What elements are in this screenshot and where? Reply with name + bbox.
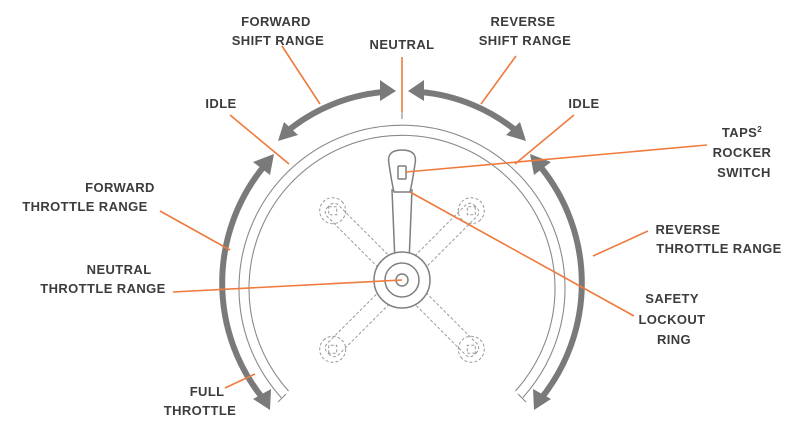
reverse-shift-range-arrow xyxy=(421,92,519,132)
label-reverse-shift-range-line1: REVERSE xyxy=(491,14,556,29)
label-forward-throttle-line1: FORWARD xyxy=(85,180,155,195)
leader-taps xyxy=(406,145,707,172)
leader-neutral-throttle xyxy=(173,280,402,292)
leader-lines xyxy=(160,46,707,388)
leader-forward-shift xyxy=(282,46,320,104)
label-neutral: NEUTRAL xyxy=(370,37,435,52)
label-taps-rocker-switch: TAPS2 ROCKER SWITCH xyxy=(713,120,776,180)
label-forward-shift-range-line2: SHIFT RANGE xyxy=(232,33,325,48)
label-neutral-throttle-line2: THROTTLE RANGE xyxy=(40,281,165,296)
label-neutral-throttle-line1: NEUTRAL xyxy=(87,262,152,277)
label-reverse-throttle-range: REVERSE THROTTLE RANGE xyxy=(656,222,782,256)
label-safety-lockout-ring: SAFETY LOCKOUT RING xyxy=(638,291,709,347)
label-throttle-text: THROTTLE xyxy=(164,403,237,418)
label-reverse-shift-range-line2: SHIFT RANGE xyxy=(479,33,572,48)
label-forward-shift-range: FORWARD SHIFT RANGE xyxy=(232,14,325,48)
forward-shift-arrowhead-neutral xyxy=(380,80,396,101)
label-forward-throttle-line2: THROTTLE RANGE xyxy=(22,199,147,214)
label-switch-text: SWITCH xyxy=(717,165,771,180)
lever-arm xyxy=(392,190,412,262)
leader-reverse-throttle xyxy=(593,231,648,256)
control-lever xyxy=(374,150,430,308)
label-ring-text: RING xyxy=(657,332,691,347)
label-forward-shift-range-line1: FORWARD xyxy=(241,14,311,29)
forward-shift-range-arrow xyxy=(286,92,384,132)
label-full-throttle: FULL THROTTLE xyxy=(164,384,237,418)
label-idle-left: IDLE xyxy=(205,96,236,111)
leader-safety-lockout xyxy=(410,192,634,316)
label-reverse-throttle-line1: REVERSE xyxy=(656,222,721,237)
taps-rocker-switch xyxy=(398,166,406,179)
label-reverse-shift-range: REVERSE SHIFT RANGE xyxy=(479,14,572,48)
label-safety-text: SAFETY xyxy=(645,291,699,306)
leader-reverse-shift xyxy=(481,56,516,104)
leader-forward-throttle xyxy=(160,211,230,250)
label-reverse-throttle-line2: THROTTLE RANGE xyxy=(656,241,781,256)
label-forward-throttle-range: FORWARD THROTTLE RANGE xyxy=(22,180,159,214)
label-lockout-text: LOCKOUT xyxy=(638,312,705,327)
label-neutral-throttle-range: NEUTRAL THROTTLE RANGE xyxy=(40,262,165,296)
label-full-text: FULL xyxy=(190,384,225,399)
reverse-shift-arrowhead-neutral xyxy=(408,80,424,101)
label-taps-superscript: 2 xyxy=(757,125,762,134)
label-taps-text: TAPS xyxy=(722,125,757,140)
label-rocker-text: ROCKER xyxy=(713,145,772,160)
label-idle-right: IDLE xyxy=(568,96,599,111)
